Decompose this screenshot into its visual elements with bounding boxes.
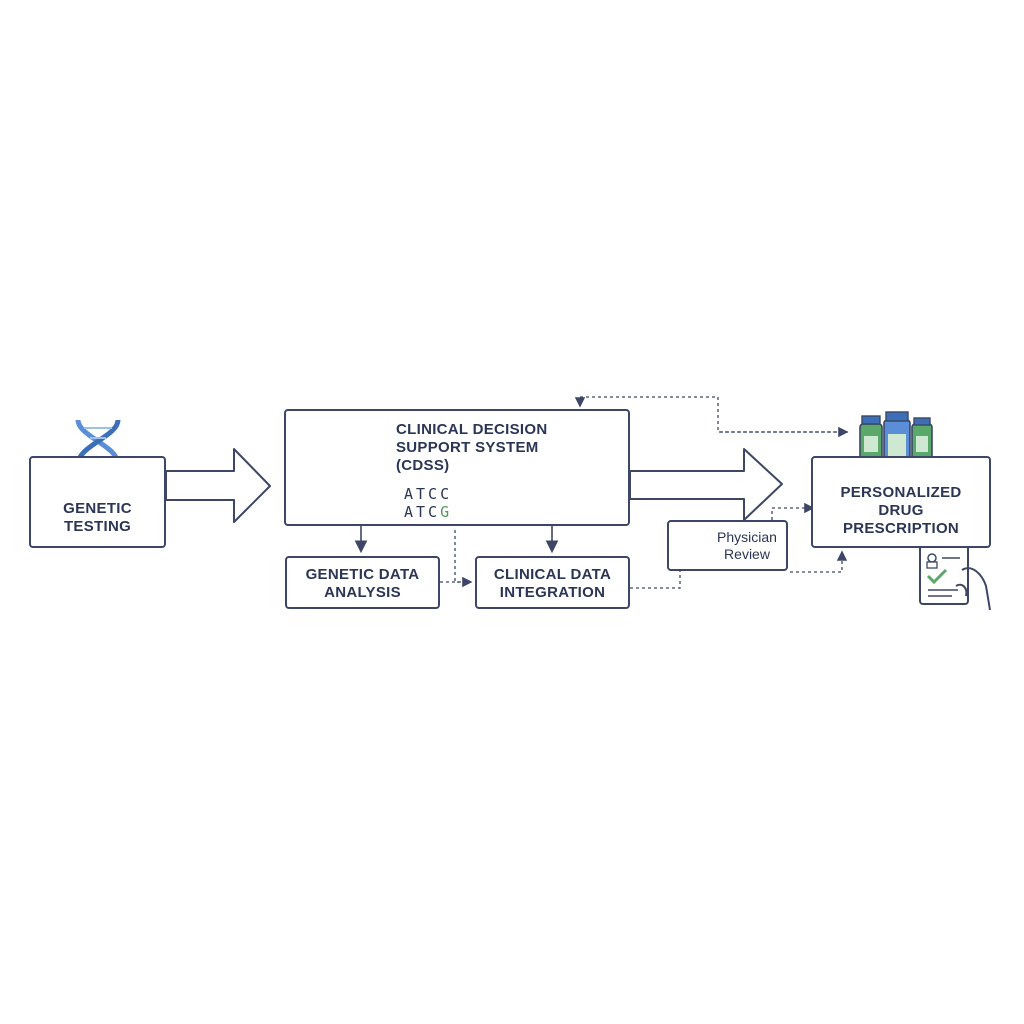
clinical-data-integration-label: CLINICAL DATA INTEGRATION <box>475 566 630 602</box>
genetic-testing-box <box>29 456 166 548</box>
dna-base-g: G <box>440 503 453 521</box>
personalized-drug-prescription-box <box>811 456 991 548</box>
physician-review-box <box>667 520 788 571</box>
genetic-data-analysis-box <box>285 556 440 609</box>
cdss-line-2: SUPPORT SYSTEM <box>396 439 539 456</box>
flow-arrow-cdss-to-prescription <box>629 448 783 521</box>
clinical-data-integration-box <box>475 556 630 609</box>
flow-arrow-testing-to-cdss <box>165 448 271 523</box>
genetic-testing-label: GENETIC TESTING <box>29 500 166 536</box>
physician-review-line-2: Review <box>724 546 770 562</box>
dotted-feedback-loop <box>574 396 848 433</box>
dna-sequence-row-2: ATCG <box>404 503 453 521</box>
dna-sequence-row-1: ATCC <box>404 485 453 503</box>
cdss-label: CLINICAL DECISION SUPPORT SYSTEM (CDSS) <box>396 421 568 475</box>
clinical-data-integration-line-2: INTEGRATION <box>499 584 606 601</box>
cdss-line-3: (CDSS) <box>396 457 450 474</box>
genetic-data-analysis-label: GENETIC DATA ANALYSIS <box>285 566 440 602</box>
dotted-connector-cdss-integration <box>454 530 473 588</box>
genetic-data-analysis-line-1: GENETIC DATA <box>305 566 420 583</box>
dotted-connector-review-to-prescription <box>790 550 848 573</box>
physician-review-label: Physician Review <box>710 529 784 563</box>
cdss-line-1: CLINICAL DECISION <box>396 421 548 438</box>
personalized-drug-prescription-label: PERSONALIZED DRUG PRESCRIPTION <box>811 484 991 538</box>
personalized-drug-prescription-line-2: DRUG <box>878 502 924 519</box>
personalized-drug-prescription-line-1: PERSONALIZED <box>840 484 962 501</box>
dotted-connector-review-up <box>771 502 815 520</box>
dotted-connector-integration-to-review <box>630 570 681 589</box>
genetic-testing-line-2: TESTING <box>63 518 132 535</box>
physician-review-line-1: Physician <box>717 529 777 545</box>
personalized-drug-prescription-line-3: PRESCRIPTION <box>842 520 960 537</box>
clinical-data-integration-line-1: CLINICAL DATA <box>493 566 612 583</box>
cdss-box <box>284 409 630 526</box>
genetic-testing-line-1: GENETIC <box>63 500 132 517</box>
genetic-data-analysis-line-2: ANALYSIS <box>324 584 401 601</box>
